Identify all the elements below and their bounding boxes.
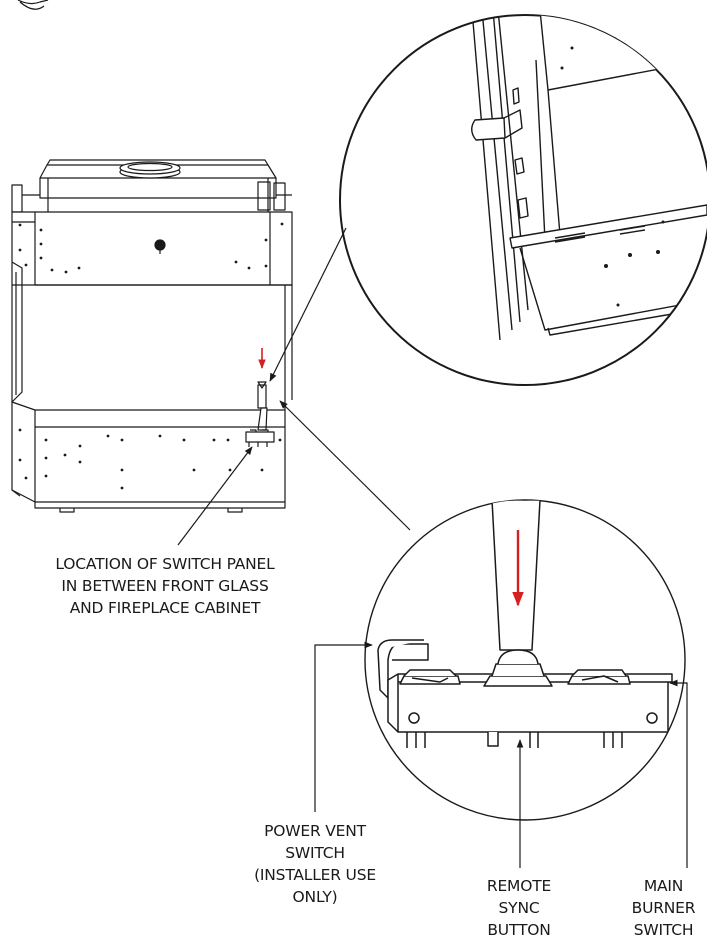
label-line: BURNER (631, 899, 696, 917)
label-line: LOCATION OF SWITCH PANEL (55, 555, 275, 573)
label-line: SWITCH (633, 921, 694, 939)
label-remote-sync-button: REMOTE SYNC BUTTON (460, 875, 578, 941)
label-line: REMOTE (486, 877, 552, 895)
detail-top-dots (560, 46, 665, 307)
fireplace-cabinet (11, 159, 293, 513)
label-line: POWER VENT (264, 822, 366, 840)
label-line: AND FIREPLACE CABINET (69, 599, 261, 617)
rivet-dots (18, 222, 284, 490)
label-power-vent-switch: POWER VENT SWITCH (INSTALLER USE ONLY) (240, 820, 390, 908)
label-line: MAIN (643, 877, 684, 895)
label-line: IN BETWEEN FRONT GLASS (61, 577, 269, 595)
leader-lines (177, 227, 688, 868)
detail-circle-top (339, 14, 707, 386)
label-line: (INSTALLER USE (254, 866, 376, 884)
partial-fragment (17, 0, 49, 10)
label-main-burner-switch: MAIN BURNER SWITCH (620, 875, 707, 941)
label-switch-panel-location: LOCATION OF SWITCH PANEL IN BETWEEN FRON… (20, 553, 310, 619)
label-line: SYNC (498, 899, 540, 917)
switch-panel (377, 500, 673, 748)
label-line: BUTTON (487, 921, 551, 939)
label-line: SWITCH (285, 844, 345, 862)
label-line: ONLY) (292, 888, 338, 906)
